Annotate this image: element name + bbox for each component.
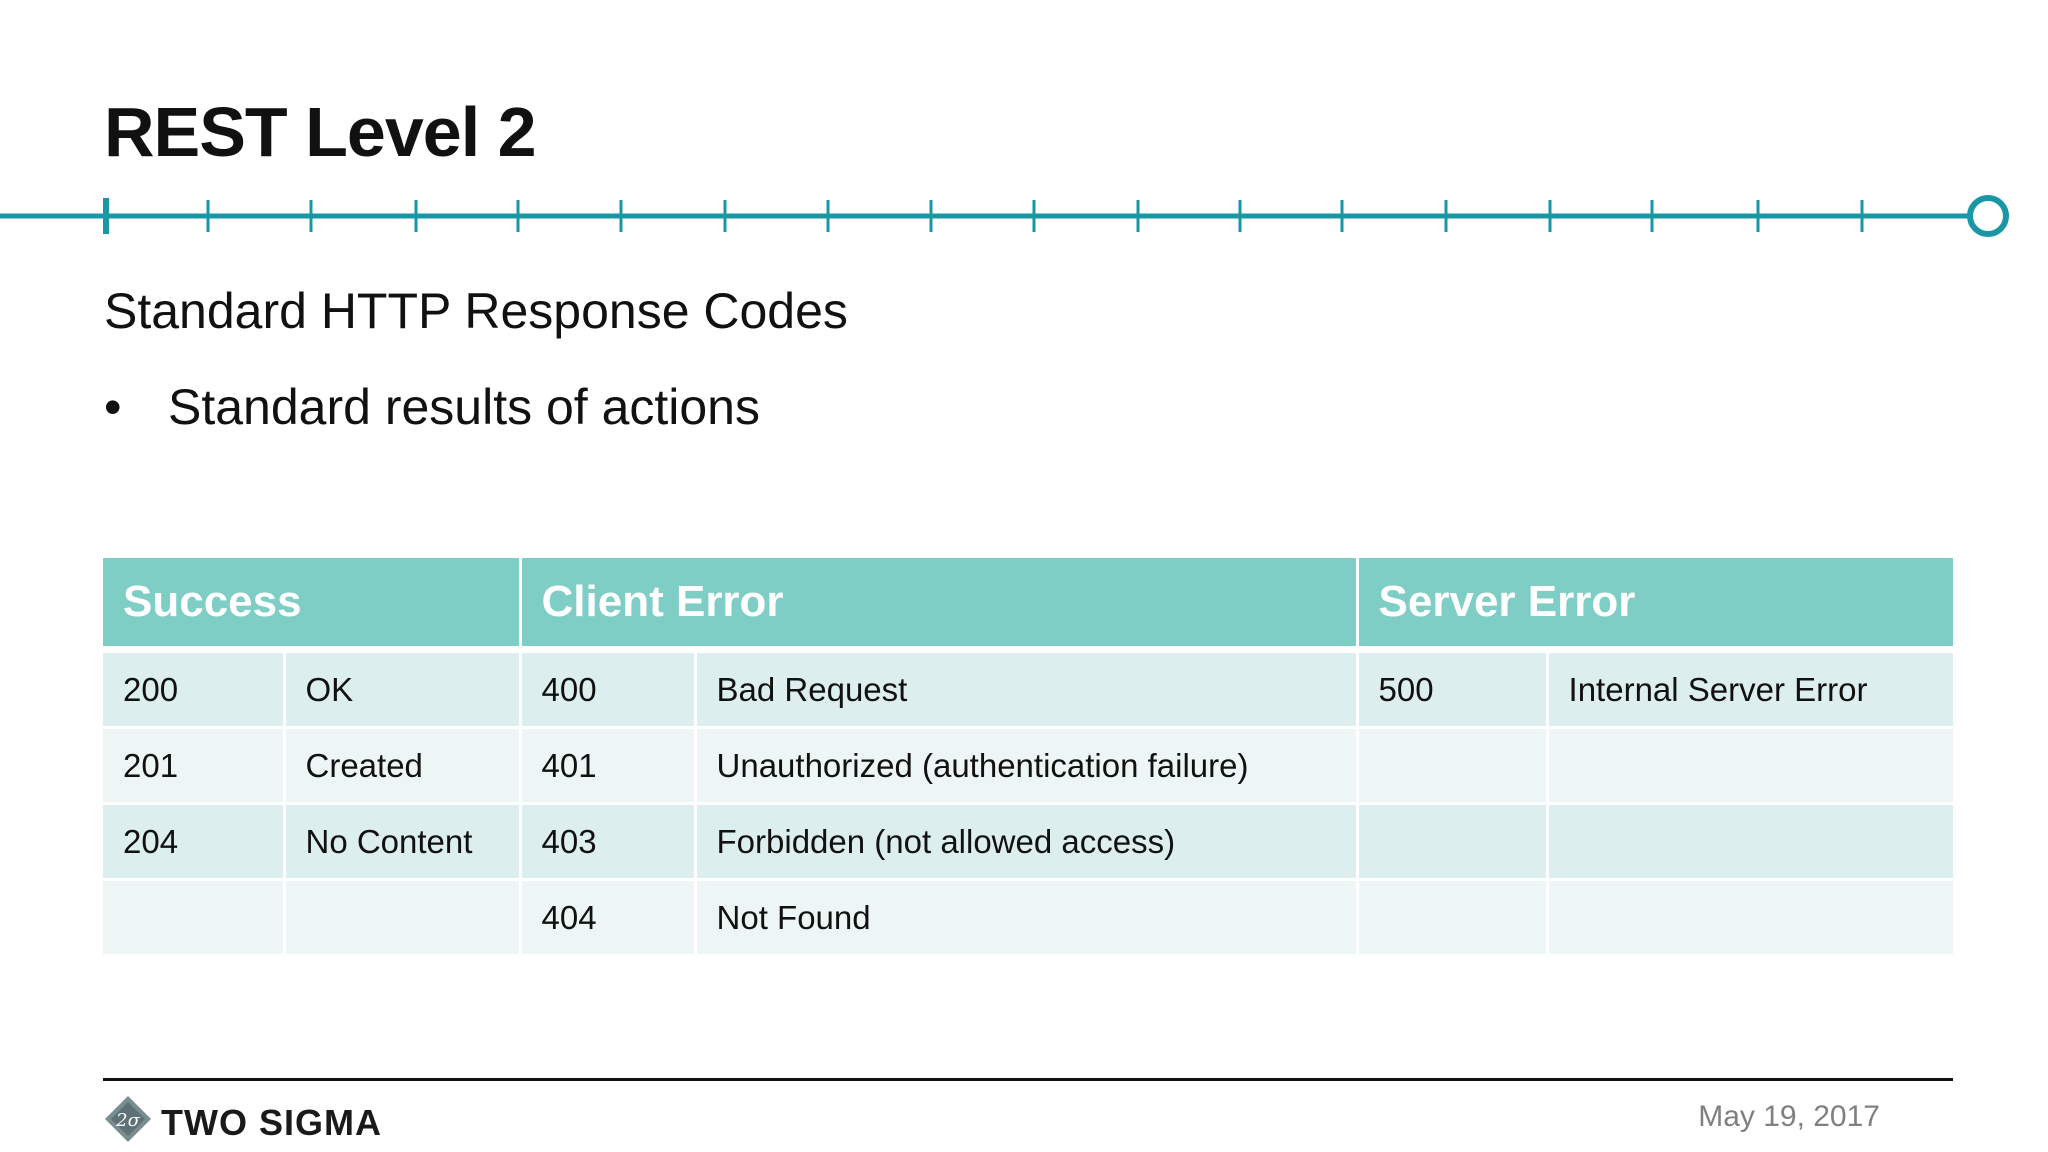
bullet-marker: •	[104, 379, 122, 435]
success-code: 204	[103, 803, 286, 881]
server-error-code	[1357, 727, 1549, 805]
client-error-code: 403	[520, 803, 697, 881]
client-error-code: 404	[520, 879, 697, 957]
response-codes-table: Success Client Error Server Error 200 OK…	[103, 558, 1954, 957]
client-error-code: 400	[520, 649, 697, 729]
server-error-code	[1357, 803, 1549, 881]
success-label: Created	[284, 727, 522, 805]
server-error-code: 500	[1357, 649, 1549, 729]
success-code: 200	[103, 649, 286, 729]
server-error-label	[1547, 727, 1954, 805]
slide-date: May 19, 2017	[1698, 1100, 1880, 1133]
client-error-label: Unauthorized (authentication failure)	[695, 727, 1359, 805]
header-server-error: Server Error	[1357, 558, 1954, 653]
logo-wordmark: TWO SIGMA	[161, 1102, 382, 1143]
slide-title: REST Level 2	[104, 93, 537, 171]
table-row: 200 OK 400 Bad Request 500 Internal Serv…	[103, 649, 1954, 729]
footer-divider	[103, 1078, 1953, 1081]
success-code: 201	[103, 727, 286, 805]
two-sigma-logo-icon: 2σ	[105, 1096, 151, 1142]
client-error-label: Bad Request	[695, 649, 1359, 729]
success-label: No Content	[284, 803, 522, 881]
client-error-code: 401	[520, 727, 697, 805]
header-success: Success	[103, 558, 522, 653]
server-error-label	[1547, 879, 1954, 957]
slide-subtitle: Standard HTTP Response Codes	[104, 283, 848, 339]
client-error-label: Forbidden (not allowed access)	[695, 803, 1359, 881]
logo-mark-text: 2σ	[115, 1110, 140, 1131]
server-error-label	[1547, 803, 1954, 881]
timeline-decoration	[0, 195, 2009, 237]
table-row: 204 No Content 403 Forbidden (not allowe…	[103, 803, 1954, 881]
client-error-label: Not Found	[695, 879, 1359, 957]
success-label	[284, 879, 522, 957]
server-error-code	[1357, 879, 1549, 957]
header-client-error: Client Error	[520, 558, 1359, 653]
success-code	[103, 879, 286, 957]
table-header-row: Success Client Error Server Error	[103, 558, 1954, 653]
table-row: 201 Created 401 Unauthorized (authentica…	[103, 727, 1954, 805]
table-row: 404 Not Found	[103, 879, 1954, 957]
server-error-label: Internal Server Error	[1547, 649, 1954, 729]
success-label: OK	[284, 649, 522, 729]
bullet-text: Standard results of actions	[168, 379, 760, 435]
